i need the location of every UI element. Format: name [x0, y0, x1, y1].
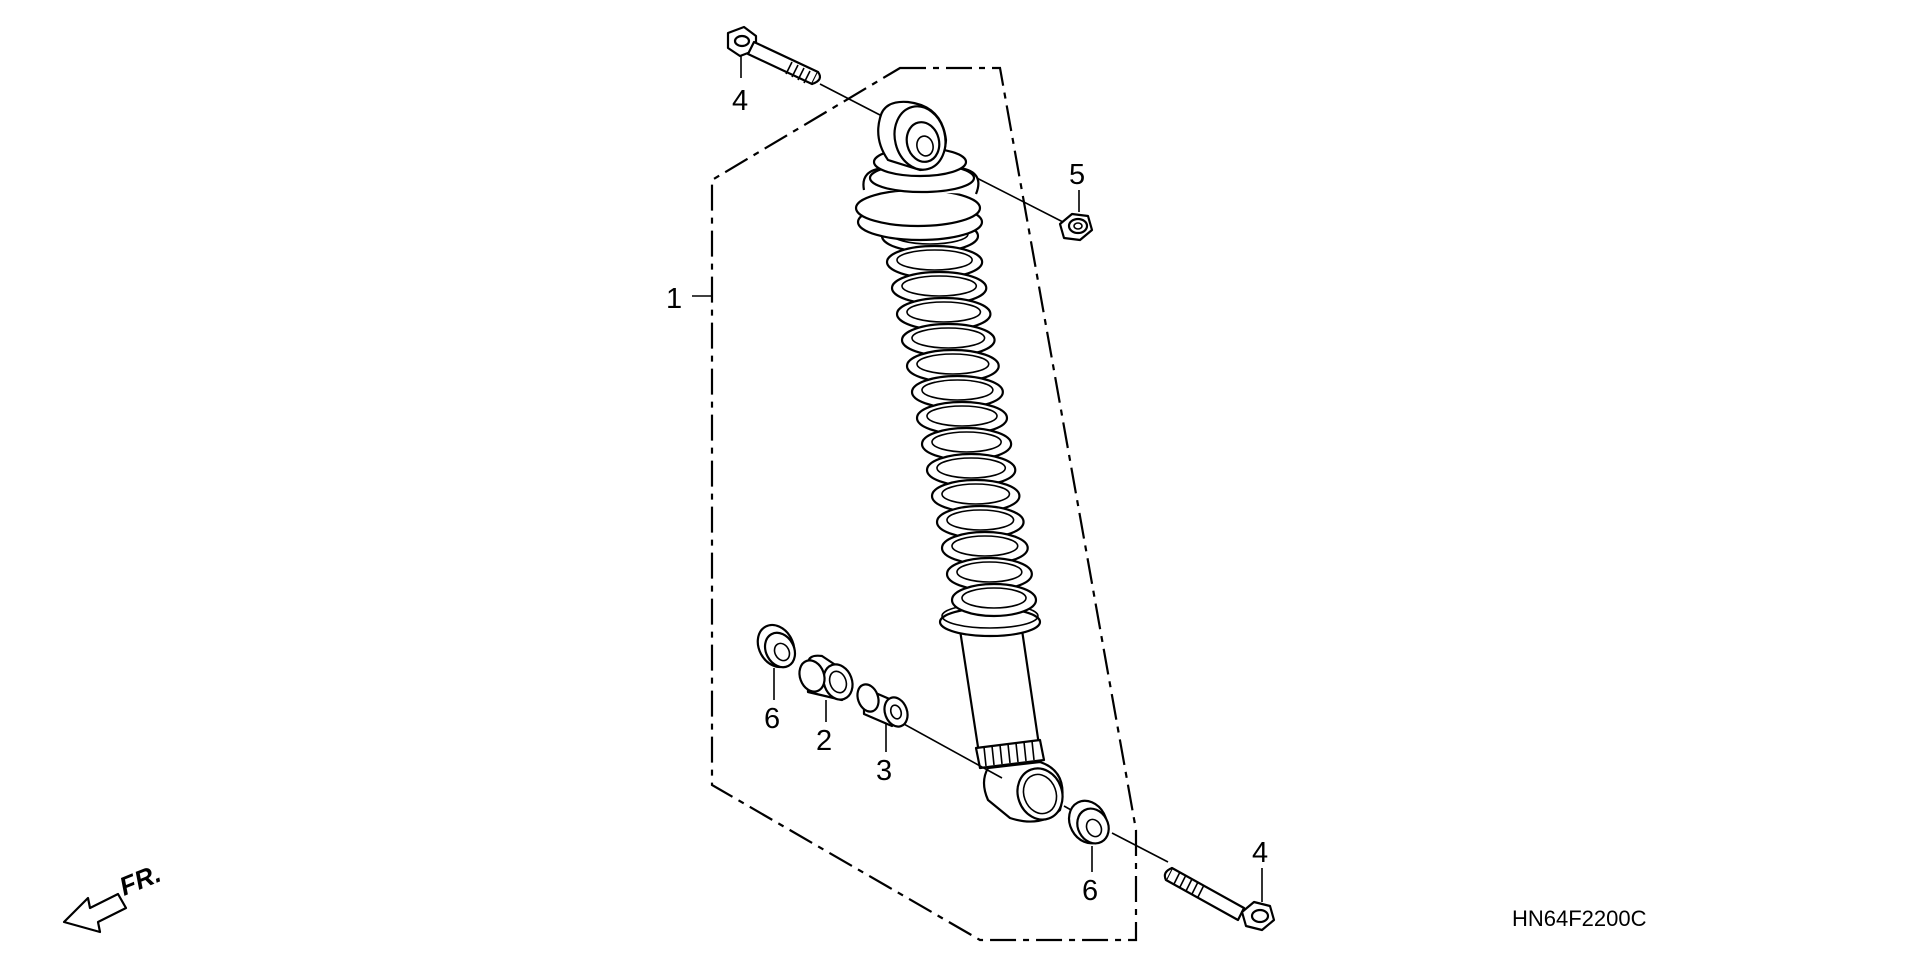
spring-coil-inner [911, 327, 986, 349]
spring-coil-inner [906, 301, 982, 323]
spring-coil-inner [926, 405, 998, 427]
seal-ring-icon[interactable] [1062, 794, 1115, 850]
callout-4-top[interactable]: 4 [732, 85, 748, 117]
spring-coil-inner [931, 431, 1002, 453]
mount-axis-line [964, 171, 1064, 223]
drawing-code: HN64F2200C [1512, 906, 1647, 931]
spring-coil-inner [961, 587, 1027, 609]
spring-coil-inner [901, 275, 978, 297]
front-indicator-label: FR. [115, 858, 165, 902]
front-direction-arrow-icon [62, 892, 128, 934]
nut-icon[interactable] [1058, 212, 1094, 242]
collar-icon[interactable] [854, 681, 912, 729]
spring-coil [950, 582, 1038, 618]
spring-coil-inner [921, 379, 994, 401]
spring-coil-inner [896, 249, 973, 271]
spring-coil-inner [936, 457, 1007, 479]
mount-axis-line [1111, 832, 1169, 863]
callout-2[interactable]: 2 [816, 725, 832, 757]
bolt-icon[interactable] [726, 25, 822, 86]
spring-coil-inner [916, 353, 990, 375]
callout-3[interactable]: 3 [876, 755, 892, 787]
callout-5[interactable]: 5 [1069, 159, 1085, 191]
coil-spring [880, 218, 1038, 618]
callout-6-right[interactable]: 6 [1082, 875, 1098, 907]
spring-coil-inner [941, 483, 1011, 505]
spring-coil-inner [946, 509, 1015, 531]
collar-icon[interactable] [795, 654, 857, 704]
callout-6-left[interactable]: 6 [764, 703, 780, 735]
shock-absorber-icon[interactable] [854, 100, 1070, 826]
seal-ring-icon[interactable] [751, 619, 802, 674]
bolt-icon[interactable] [1163, 866, 1276, 932]
spring-coil-inner [951, 535, 1019, 557]
mount-axis-line [819, 83, 881, 116]
callout-1[interactable]: 1 [666, 283, 682, 315]
callout-4-bottom[interactable]: 4 [1252, 837, 1268, 869]
assembly-boundary [710, 66, 1138, 942]
spring-coil-inner [956, 561, 1023, 583]
